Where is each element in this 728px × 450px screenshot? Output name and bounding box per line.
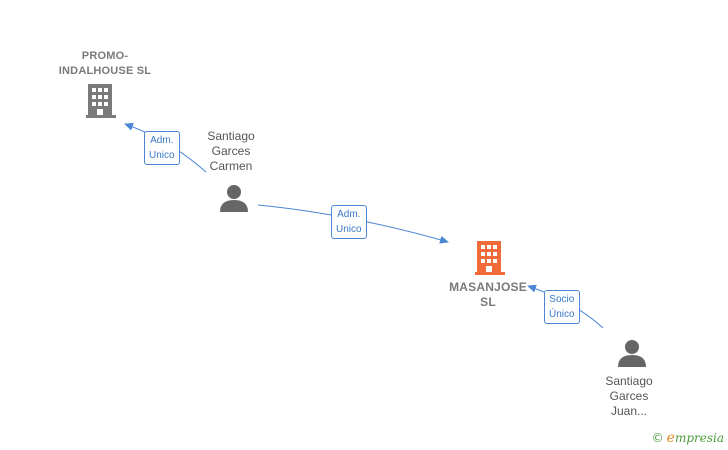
person-label-santiago-carmen[interactable]: Santiago Garces Carmen — [191, 129, 271, 174]
edge-label-adm-unico: Adm. Unico — [144, 131, 180, 165]
empresia-watermark: ©empresia — [652, 430, 724, 446]
company-label-line: SL — [480, 295, 496, 309]
edge-label-line: Socio — [549, 294, 575, 305]
edge-label-line: Adm. — [150, 135, 174, 146]
company-label-masanjose[interactable]: MASANJOSE SL — [438, 280, 538, 310]
company-label-promo[interactable]: PROMO- INDALHOUSE SL — [40, 49, 170, 79]
person-label-line: Santiago — [605, 374, 653, 388]
person-label-line: Garces — [609, 389, 649, 403]
person-label-line: Juan... — [610, 404, 648, 418]
edge-label-line: Unico — [336, 224, 362, 235]
brand-initial: e — [666, 430, 675, 446]
person-label-line: Santiago — [207, 129, 255, 143]
edge-label-adm-unico: Adm. Unico — [331, 205, 367, 239]
company-label-line: PROMO- — [81, 50, 129, 62]
edge-label-socio-unico: Socio Único — [544, 290, 580, 324]
building-icon[interactable] — [86, 84, 116, 118]
building-icon[interactable] — [475, 241, 505, 275]
copyright-symbol: © — [651, 431, 664, 445]
brand-name: mpresia — [674, 431, 724, 445]
company-label-line: MASANJOSE — [449, 280, 527, 294]
person-label-santiago-juan[interactable]: Santiago Garces Juan... — [589, 374, 669, 419]
person-label-line: Carmen — [209, 159, 253, 173]
edge-label-line: Unico — [149, 150, 175, 161]
person-icon[interactable] — [618, 340, 646, 367]
edge-label-line: Adm. — [337, 209, 361, 220]
company-label-line: INDALHOUSE SL — [58, 65, 152, 77]
edge-label-line: Único — [549, 309, 575, 320]
person-icon[interactable] — [220, 185, 248, 212]
person-label-line: Garces — [211, 144, 251, 158]
